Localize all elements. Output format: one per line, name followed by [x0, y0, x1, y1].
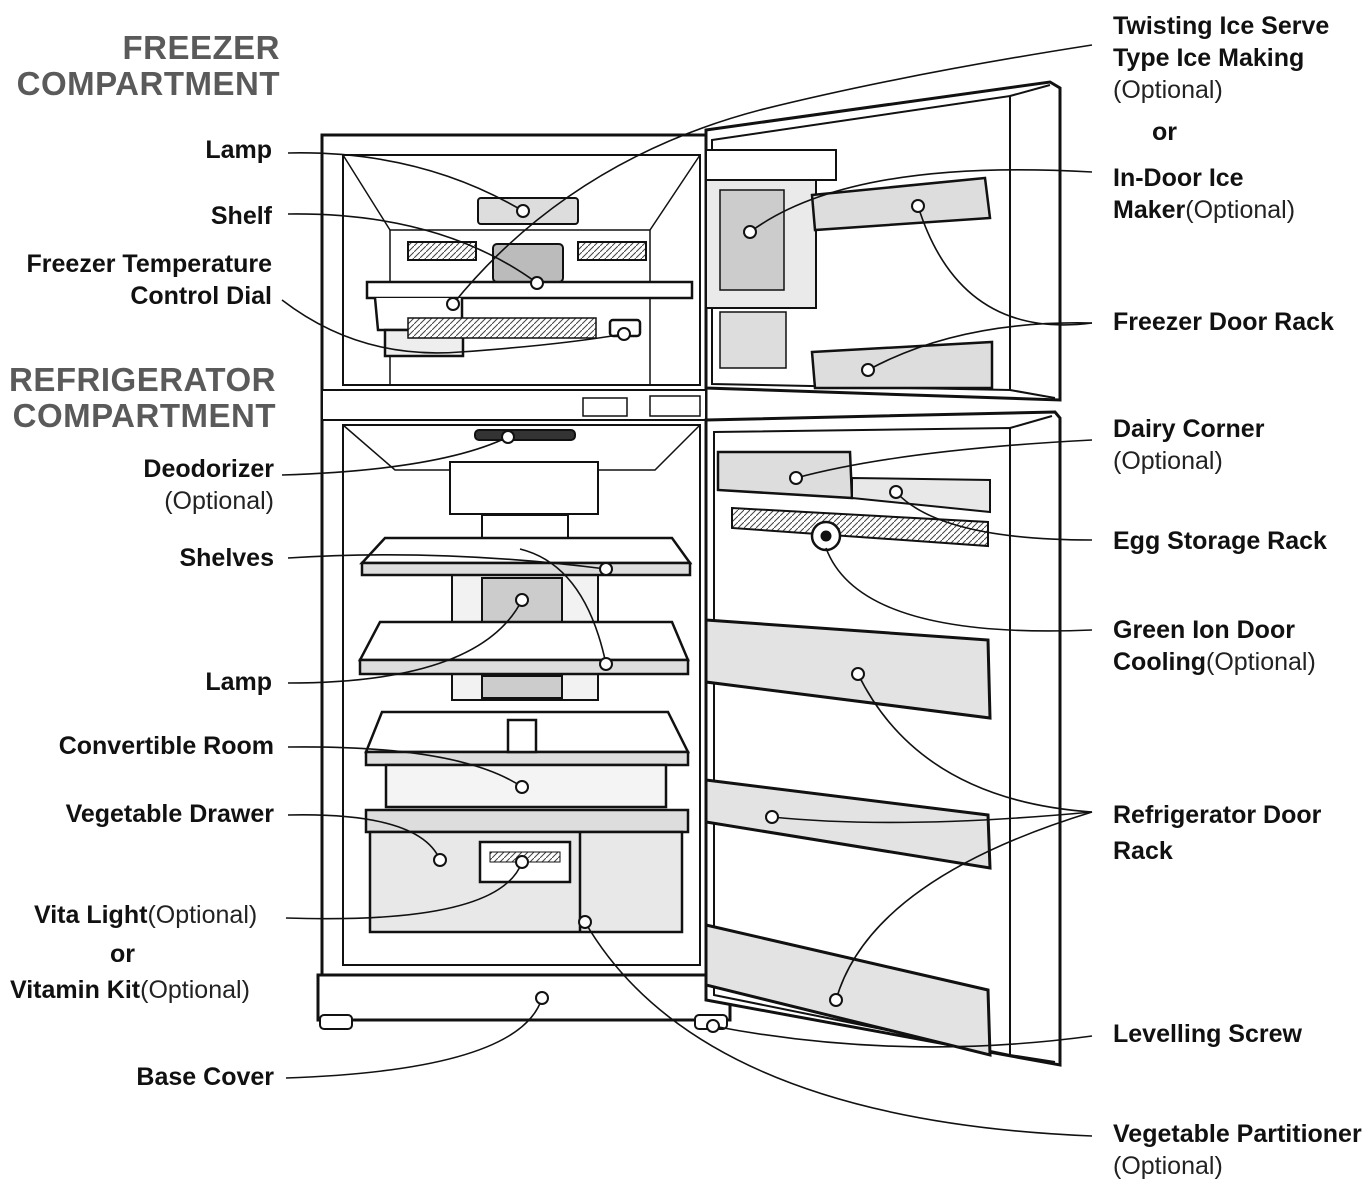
label-text: Refrigerator Door — [1113, 801, 1322, 829]
heading-line: FREEZER — [122, 29, 280, 66]
label-text: Shelf — [210, 202, 272, 230]
refrigerator-compartment-heading: REFRIGERATOR COMPARTMENT — [0, 362, 276, 434]
label-text: Vegetable Partitioner — [1113, 1120, 1362, 1148]
label-or-left: or — [110, 938, 135, 970]
label-vegetable-partitioner: Vegetable Partitioner (Optional) — [1113, 1118, 1362, 1182]
label-text: or — [1152, 118, 1177, 146]
label-text: Freezer Temperature — [26, 250, 272, 278]
label-text: Twisting Ice Serve — [1113, 12, 1330, 40]
label-lamp-top: Lamp — [205, 134, 272, 166]
leader-lines — [281, 44, 1093, 1137]
label-optional: (Optional) — [1113, 1152, 1223, 1180]
heading-line: COMPARTMENT — [12, 397, 276, 434]
label-or-right: or — [1152, 116, 1177, 148]
label-text: Vita Light — [34, 901, 148, 929]
label-text: Cooling — [1113, 648, 1207, 676]
label-text: Dairy Corner — [1113, 415, 1265, 443]
label-vita-light: Vita Light(Optional) — [34, 899, 257, 931]
label-optional: (Optional) — [1185, 196, 1296, 224]
label-text: Egg Storage Rack — [1113, 527, 1327, 555]
label-text: Shelves — [179, 544, 274, 572]
label-twisting-ice-serve: Twisting Ice Serve Type Ice Making (Opti… — [1113, 10, 1329, 106]
label-lamp-bottom: Lamp — [205, 666, 272, 698]
label-base-cover: Base Cover — [136, 1061, 274, 1093]
label-text: Deodorizer — [143, 455, 274, 483]
label-deodorizer: Deodorizer (Optional) — [143, 453, 274, 517]
label-text: Freezer Door Rack — [1113, 308, 1334, 336]
vegetable-drawer-drawing — [364, 808, 690, 934]
label-text: Vegetable Drawer — [65, 800, 274, 828]
label-text: Vitamin Kit — [10, 976, 141, 1004]
label-text: Maker — [1113, 196, 1186, 224]
label-dairy-corner: Dairy Corner (Optional) — [1113, 413, 1264, 477]
label-green-ion-door-cooling: Green Ion Door Cooling(Optional) — [1113, 614, 1316, 678]
label-text: Green Ion Door — [1113, 616, 1295, 644]
label-text: or — [110, 940, 135, 968]
callout-dots — [433, 199, 925, 1033]
label-text: In-Door Ice — [1113, 164, 1244, 192]
label-optional: (Optional) — [1113, 447, 1223, 475]
fridge-shelves-drawing — [357, 536, 693, 676]
label-convertible-room: Convertible Room — [59, 730, 274, 762]
label-egg-storage-rack: Egg Storage Rack — [1113, 525, 1327, 557]
label-text: Base Cover — [136, 1063, 274, 1091]
convertible-room-drawing — [364, 710, 691, 809]
fridge-door-drawing — [704, 410, 1062, 1067]
label-vegetable-drawer: Vegetable Drawer — [66, 798, 274, 830]
label-freezer-door-rack: Freezer Door Rack — [1113, 306, 1334, 338]
label-text: Lamp — [205, 136, 272, 164]
label-optional: (Optional) — [147, 901, 258, 929]
label-text: Convertible Room — [58, 732, 274, 760]
label-shelves: Shelves — [179, 542, 274, 574]
label-levelling-screw: Levelling Screw — [1113, 1018, 1302, 1050]
heading-line: REFRIGERATOR — [9, 361, 276, 398]
label-in-door-ice-maker: In-Door Ice Maker(Optional) — [1113, 162, 1295, 226]
freezer-shelf-drawing — [365, 280, 694, 358]
label-optional: (Optional) — [1206, 648, 1316, 676]
label-refrigerator-door-rack: Refrigerator Door Rack — [1113, 797, 1321, 869]
label-optional: (Optional) — [164, 487, 274, 515]
freezer-door-drawing — [704, 80, 1062, 402]
label-optional: (Optional) — [1113, 76, 1223, 104]
label-text: Type Ice Making — [1113, 44, 1305, 72]
label-vitamin-kit: Vitamin Kit(Optional) — [10, 974, 250, 1006]
label-text: Levelling Screw — [1113, 1020, 1302, 1048]
heading-line: COMPARTMENT — [16, 65, 280, 102]
label-text: Lamp — [205, 668, 272, 696]
label-text: Rack — [1113, 837, 1173, 865]
freezer-compartment-heading: FREEZER COMPARTMENT — [0, 30, 280, 102]
label-shelf: Shelf — [211, 200, 272, 232]
label-freezer-temperature-control-dial: Freezer Temperature Control Dial — [27, 248, 272, 312]
label-text: Control Dial — [130, 282, 272, 310]
label-optional: (Optional) — [140, 976, 250, 1004]
